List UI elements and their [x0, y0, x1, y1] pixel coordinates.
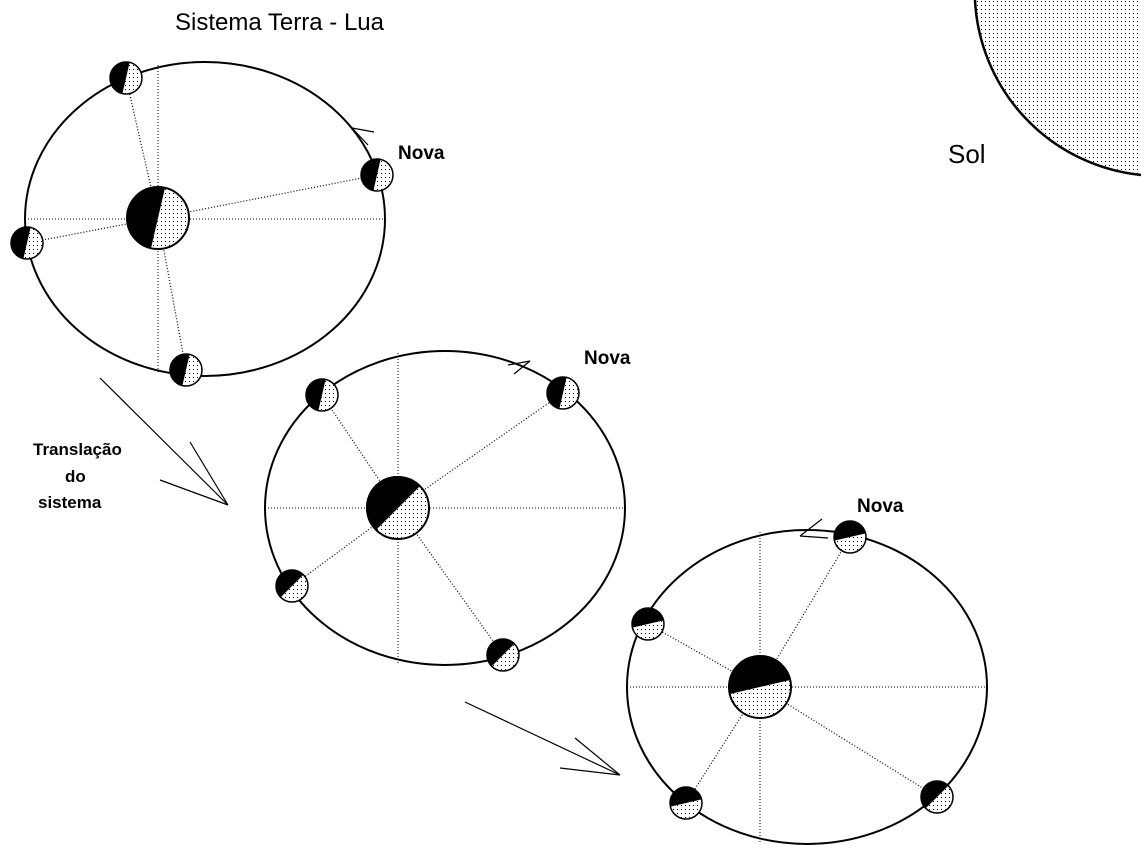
- earth-moon-system-2: [264, 350, 626, 672]
- translation-label-line-2: do: [65, 467, 86, 486]
- earth: [126, 186, 190, 250]
- earth: [728, 655, 792, 719]
- translation-label-line-1: Translação: [33, 440, 122, 459]
- earth-moon-system-3: [626, 518, 988, 845]
- moon-line: [26, 217, 159, 244]
- earth-moon-system-1: [10, 61, 394, 387]
- new-moon-label-2: Nova: [584, 348, 631, 369]
- earth: [366, 476, 430, 540]
- moon: [631, 607, 665, 641]
- moon: [305, 378, 339, 412]
- moon: [486, 638, 520, 672]
- moon: [920, 780, 954, 814]
- moon: [275, 569, 309, 603]
- moon-line: [759, 536, 851, 688]
- sun: [973, 0, 1141, 177]
- moon-line: [685, 686, 761, 804]
- translation-arrow-2: [464, 701, 621, 776]
- moon: [10, 226, 44, 260]
- new-moon-label-3: Nova: [857, 496, 904, 517]
- translation-label-line-3: sistema: [38, 493, 102, 512]
- orbit-1-direction-arrow: [351, 127, 375, 146]
- moon-line: [157, 174, 378, 219]
- diagram-title: Sistema Terra - Lua: [175, 9, 385, 36]
- moon-new: [833, 520, 867, 554]
- new-moon-label-1: Nova: [398, 143, 445, 164]
- moon: [669, 786, 703, 820]
- sun-label: Sol: [948, 139, 986, 169]
- moon: [169, 353, 203, 387]
- translation-arrow-1: [99, 377, 229, 506]
- moon-new: [360, 158, 394, 192]
- orbit-3-direction-arrow: [799, 518, 829, 539]
- moon: [109, 61, 143, 95]
- moon-line: [397, 392, 564, 509]
- moon-new: [546, 376, 580, 410]
- orbit-2-direction-arrow: [507, 360, 531, 375]
